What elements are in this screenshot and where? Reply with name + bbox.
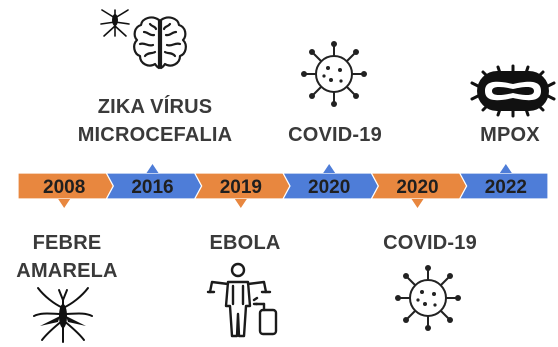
covid-top-label: COVID-19 [270,124,400,146]
zika-label: ZIKA VÍRUS MICROCEFALIA [60,96,250,146]
timeline-pointer [58,199,71,208]
timeline-pointer [234,199,247,208]
timeline-year-label: 2016 [131,177,173,198]
timeline-year-label: 2008 [43,177,85,198]
brain-icon [133,16,187,70]
zika-label-line2: MICROCEFALIA [77,124,233,146]
timeline-year-label: 2019 [220,177,262,198]
febre-amarela-line2: AMARELA [16,260,118,282]
poxvirus-icon [470,64,556,118]
virus-icon [395,265,461,331]
timeline-year-label: 2022 [485,177,527,198]
covid-top-label-text: COVID-19 [288,124,382,146]
ebola-label: EBOLA [190,232,300,254]
timeline-segment [458,172,549,200]
covid-bottom-label: COVID-19 [365,232,495,254]
timeline-year-label: 2020 [396,177,438,198]
protective-suit-icon [206,262,278,338]
timeline-pointer [146,164,159,173]
virus-icon [301,41,367,107]
febre-amarela-label: FEBRE AMARELA [12,232,122,282]
febre-amarela-line1: FEBRE [32,232,102,254]
timeline-year-label: 2020 [308,177,350,198]
mosquito-icon [33,287,93,343]
mosquito-icon [100,9,130,37]
ebola-label-text: EBOLA [209,232,281,254]
covid-bottom-label-text: COVID-19 [383,232,477,254]
timeline-pointer [499,164,512,173]
mpox-label: MPOX [465,124,555,146]
mpox-label-text: MPOX [480,124,540,146]
timeline-pointer [411,199,424,208]
timeline-pointer [323,164,336,173]
zika-label-line1: ZIKA VÍRUS [97,96,213,118]
